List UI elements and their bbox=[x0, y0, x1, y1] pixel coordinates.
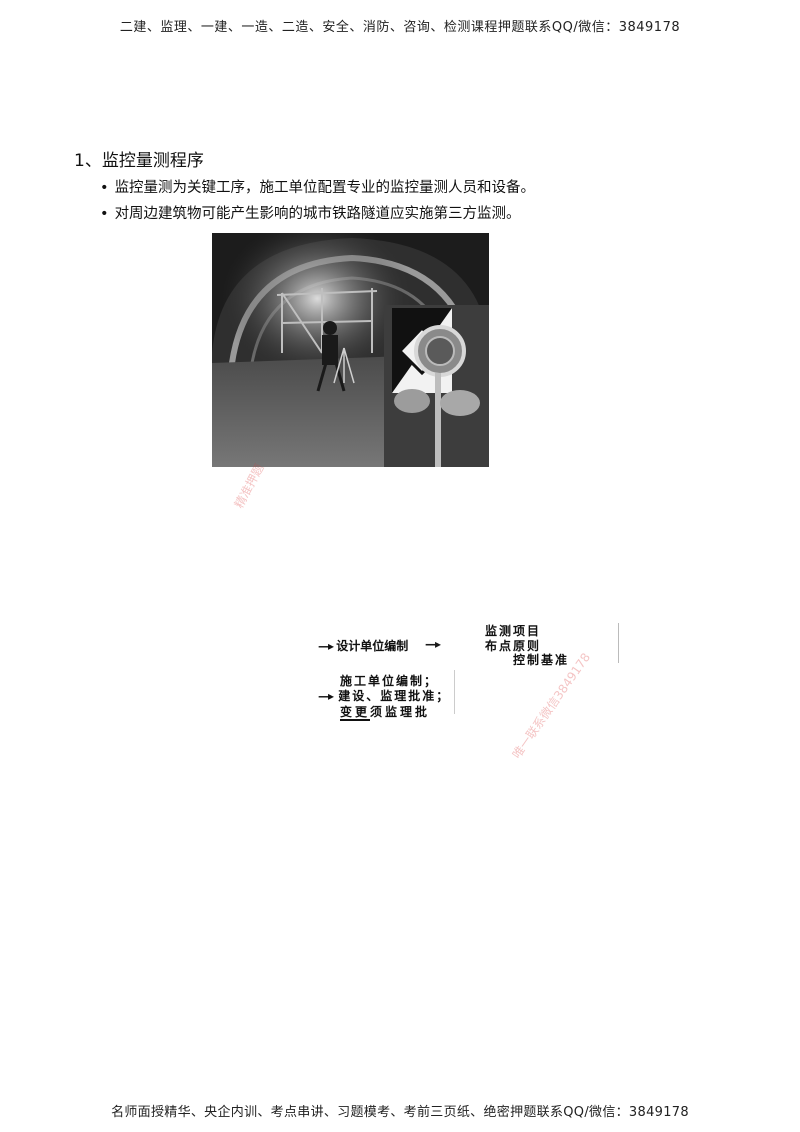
flow-approval-line: —▸ 建设、监理批准； bbox=[318, 687, 450, 704]
bullet-text: 对周边建筑物可能产生影响的城市铁路隧道应实施第三方监测。 bbox=[114, 206, 521, 222]
page-footer: 名师面授精华、央企内训、考点串讲、习题模考、考前三页纸、绝密押题联系QQ/微信：… bbox=[111, 1105, 689, 1120]
bullet-item: • 监控量测为关键工序，施工单位配置专业的监控量测人员和设备。 bbox=[100, 176, 535, 197]
page-header: 二建、监理、一建、一造、二造、安全、消防、咨询、检测课程押题联系QQ/微信：38… bbox=[119, 20, 681, 35]
section-title: 1、监控量测程序 bbox=[74, 151, 204, 171]
divider-line bbox=[618, 623, 619, 663]
flow-item-layout-principle: 布点原则 bbox=[485, 639, 542, 653]
arrow-right-icon: —▸ bbox=[318, 689, 334, 703]
bullet-dot-icon: • bbox=[100, 180, 109, 196]
flow-construction-line: 施工单位编制； bbox=[340, 674, 439, 688]
bullet-text: 监控量测为关键工序，施工单位配置专业的监控量测人员和设备。 bbox=[114, 180, 536, 196]
flow-approval-label: 建设、监理批准； bbox=[338, 689, 451, 703]
divider-line bbox=[454, 670, 455, 714]
flow-change-underlined: 变更 bbox=[340, 705, 371, 721]
flow-design-label: 设计单位编制 bbox=[336, 639, 409, 653]
tunnel-photo-illustration bbox=[212, 233, 489, 467]
flow-item-monitoring-items: 监测项目 bbox=[485, 624, 542, 638]
watermark-text: 精准押题 bbox=[231, 461, 267, 511]
flow-change-line: 变更须监理批 bbox=[340, 703, 431, 721]
tunnel-monitoring-photo bbox=[212, 233, 489, 467]
arrow-right-icon: —▸ bbox=[318, 639, 334, 653]
flow-item-control-benchmark: 控制基准 bbox=[513, 653, 570, 667]
bullet-dot-icon: • bbox=[100, 206, 109, 222]
bullet-item: • 对周边建筑物可能产生影响的城市铁路隧道应实施第三方监测。 bbox=[100, 202, 521, 223]
flow-design-step: —▸ 设计单位编制 bbox=[318, 637, 408, 654]
flow-change-rest: 须监理批 bbox=[370, 705, 431, 719]
arrow-right-icon: —▸ bbox=[425, 637, 441, 651]
